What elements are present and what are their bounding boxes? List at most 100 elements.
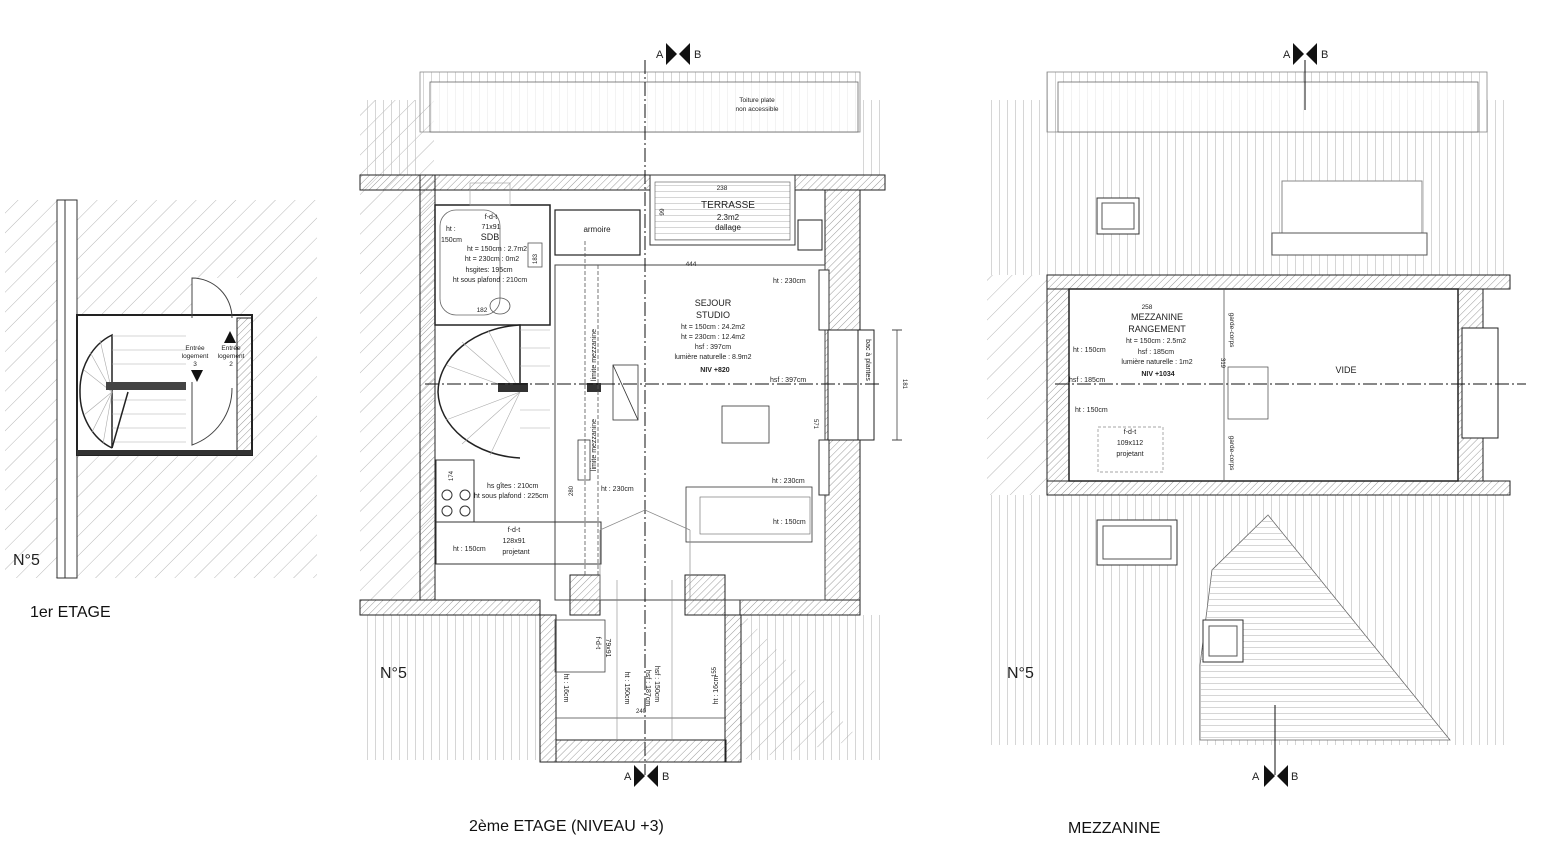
mezz-section-marker-bottom-right-icon <box>1277 765 1288 787</box>
caption-floor1: 1er ETAGE <box>30 604 111 621</box>
mezz-hsf185: hsf : 185cm <box>1069 377 1105 384</box>
mezz-dim-258: 258 <box>1142 304 1153 311</box>
mezz-section-a-bottom: A <box>1252 771 1260 783</box>
mezz-window-size: 109x112 <box>1117 440 1143 447</box>
living-line4: lumière naturelle : 8.9m2 <box>674 354 751 361</box>
window2-name: f-d-t <box>508 527 521 534</box>
entry3-line2: logement <box>182 353 209 360</box>
mezz-ht150-a: ht : 150cm <box>1073 347 1106 354</box>
mezz-section-b-bottom: B <box>1291 771 1298 783</box>
unit-label-mezzanine: N°5 <box>1007 665 1034 682</box>
mezz-line1: ht = 150cm : 2.5m2 <box>1126 338 1186 345</box>
section-a-bottom: A <box>624 771 632 783</box>
mezz-section-b-top: B <box>1321 49 1328 61</box>
guardrail-lower: garde-corps <box>1228 436 1235 471</box>
entry2-line2: logement <box>218 353 245 360</box>
terrace-height: 99 <box>659 208 666 216</box>
mezz-section-marker-top-right-icon <box>1306 43 1317 65</box>
bottom-ht16-right: ht : 16cm <box>713 675 720 704</box>
ht230-mid: ht : 230cm <box>772 478 805 485</box>
sdb-line3: hsgites: 195cm <box>465 267 512 274</box>
void-label: VIDE <box>1335 365 1356 375</box>
mezz-dim-319: 319 <box>1219 358 1225 369</box>
terrace-name: TERRASSE <box>701 200 755 211</box>
roof-note-line2: non accessible <box>736 106 779 113</box>
roof-note-line1: Toiture plate <box>739 97 775 104</box>
mezz-section-marker-bottom-left-icon <box>1264 765 1275 787</box>
section-b-top: B <box>694 49 701 61</box>
ht150-right: ht : 150cm <box>773 519 806 526</box>
ht230-left: ht : 230cm <box>601 486 634 493</box>
living-line2: ht = 230cm : 12.4m2 <box>681 334 745 341</box>
sdb-window-size: 71x91 <box>481 224 500 231</box>
mezz-window-name: f-d-t <box>1124 429 1137 436</box>
guardrail-upper: garde-corps <box>1228 313 1235 348</box>
section-marker-bottom-right-icon <box>647 765 658 787</box>
bottom-dim-240: 240 <box>636 709 647 715</box>
window2-size: 128x91 <box>503 538 526 545</box>
kitchen-dim-174: 174 <box>449 470 455 481</box>
hsf397: hsf : 397cm <box>770 377 806 384</box>
bottom-ht150: ht : 150cm <box>623 672 630 705</box>
section-b-bottom: B <box>662 771 669 783</box>
entry3-line3: 3 <box>193 361 197 368</box>
living-name2: STUDIO <box>696 310 730 320</box>
wardrobe-label: armoire <box>583 225 611 234</box>
terrace-finish: dallage <box>715 223 741 232</box>
section-marker-bottom-left-icon <box>634 765 645 787</box>
floor2-plan <box>359 43 902 787</box>
living-name1: SEJOUR <box>695 298 732 308</box>
limit-mezz-lower: limite mezzanine <box>591 419 598 471</box>
bottom-hsf187: hsf : 187cm <box>644 670 651 706</box>
terrace-area: 2.3m2 <box>717 213 740 222</box>
entry2-line3: 2 <box>229 361 233 368</box>
mezz-section-marker-top-left-icon <box>1293 43 1304 65</box>
mezz-section-a-top: A <box>1283 49 1291 61</box>
bottom-window: f-d-t <box>594 637 601 650</box>
window2-note: projetant <box>502 549 529 556</box>
entry2-line1: Entrée <box>221 345 241 352</box>
kitchen-line2: ht sous plafond : 225cm <box>474 493 548 500</box>
mezz-line2: hsf : 185cm <box>1138 349 1174 356</box>
kitchen-dim-280: 280 <box>569 485 575 496</box>
bottom-ht16-left: ht : 16cm <box>562 674 569 703</box>
bottom-window-size: 79x91 <box>604 638 611 657</box>
mezz-name1: MEZZANINE <box>1131 312 1183 322</box>
sdb-dim-182: 182 <box>477 307 488 314</box>
dim-444: 444 <box>686 261 697 268</box>
ht230-top: ht : 230cm <box>773 278 806 285</box>
planter-label: bac à plantes <box>864 339 871 381</box>
living-level: NIV +820 <box>700 367 729 374</box>
sdb-window: f-d-t <box>485 214 498 221</box>
unit-label-floor2: N°5 <box>380 665 407 682</box>
section-a-top: A <box>656 49 664 61</box>
mezz-line3: lumière naturelle : 1m2 <box>1121 359 1192 366</box>
ht150-left: ht : 150cm <box>453 546 486 553</box>
sdb-ht-line1: ht : <box>446 226 456 233</box>
mezz-name2: RANGEMENT <box>1128 324 1186 334</box>
dim-181: 181 <box>901 379 907 390</box>
down-arrow-icon <box>191 370 203 382</box>
sdb-line1: ht = 150cm : 2.7m2 <box>467 246 527 253</box>
sdb-dim-183: 183 <box>533 253 539 264</box>
bottom-hsf150: hsf : 150cm <box>653 666 660 702</box>
mezz-level: NIV +1034 <box>1141 371 1174 378</box>
dim-571: 571 <box>812 419 818 430</box>
section-marker-top-right-icon <box>679 43 690 65</box>
entry3-line1: Entrée <box>185 345 205 352</box>
mezz-ht150-b: ht : 150cm <box>1075 407 1108 414</box>
sdb-line4: ht sous plafond : 210cm <box>453 277 527 284</box>
sdb-line2: ht = 230cm : 0m2 <box>465 256 519 263</box>
sdb-ht-line2: 150cm <box>441 237 462 244</box>
living-line3: hsf : 397cm <box>695 344 731 351</box>
unit-label-floor1: N°5 <box>13 552 40 569</box>
bottom-dim-155: 155 <box>712 666 718 677</box>
caption-mezzanine: MEZZANINE <box>1068 820 1161 837</box>
kitchen-line1: hs gîtes : 210cm <box>487 483 539 490</box>
mezz-window-note: projetant <box>1116 451 1143 458</box>
limit-mezz-upper: limite mezzanine <box>591 329 598 381</box>
caption-floor2: 2ème ETAGE (NIVEAU +3) <box>469 818 664 835</box>
mezzanine-plan <box>987 43 1526 787</box>
floor1-plan <box>5 199 317 579</box>
